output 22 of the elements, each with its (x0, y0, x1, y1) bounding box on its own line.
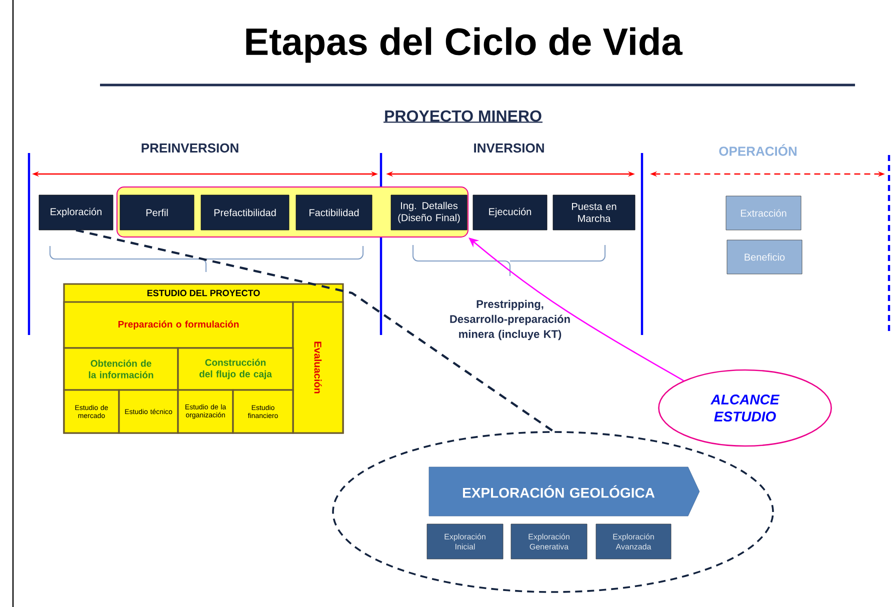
stage-box: Perfil (120, 194, 194, 230)
note: Prestripping, Desarrollo-preparación minera (incluye KT) (450, 300, 570, 340)
stage-box: Exploración (38, 194, 114, 230)
phase-label: OPERACIÓN (719, 144, 796, 156)
stage-box: Prefactibilidad (200, 194, 290, 230)
table-cell: Obtención de la información (63, 347, 179, 391)
phase-label: PREINVERSION (142, 143, 238, 153)
sub-stage-box: Exploración Generativa (510, 524, 588, 560)
arrow-banner: EXPLORACIÓN GEOLÓGICA (428, 466, 700, 516)
heading: PROYECTO MINERO (384, 110, 543, 123)
dashed-ellipse (332, 431, 774, 593)
stage-box: Puesta en Marcha (552, 194, 636, 230)
stage-box: Factibilidad (296, 194, 372, 230)
phase-label: INVERSION (474, 143, 544, 153)
connector-line (76, 229, 554, 432)
stage-box: Beneficio (726, 240, 802, 274)
stage-box: Ejecución (472, 194, 548, 230)
sub-stage-box: Exploración Avanzada (596, 524, 672, 560)
sub-stage-box: Exploración Inicial (426, 524, 504, 560)
stage-box: Ing. Detalles (Diseño Final) (390, 194, 468, 230)
title: Etapas del Ciclo de Vida (246, 27, 683, 63)
stage-box: Extracción (726, 196, 802, 230)
